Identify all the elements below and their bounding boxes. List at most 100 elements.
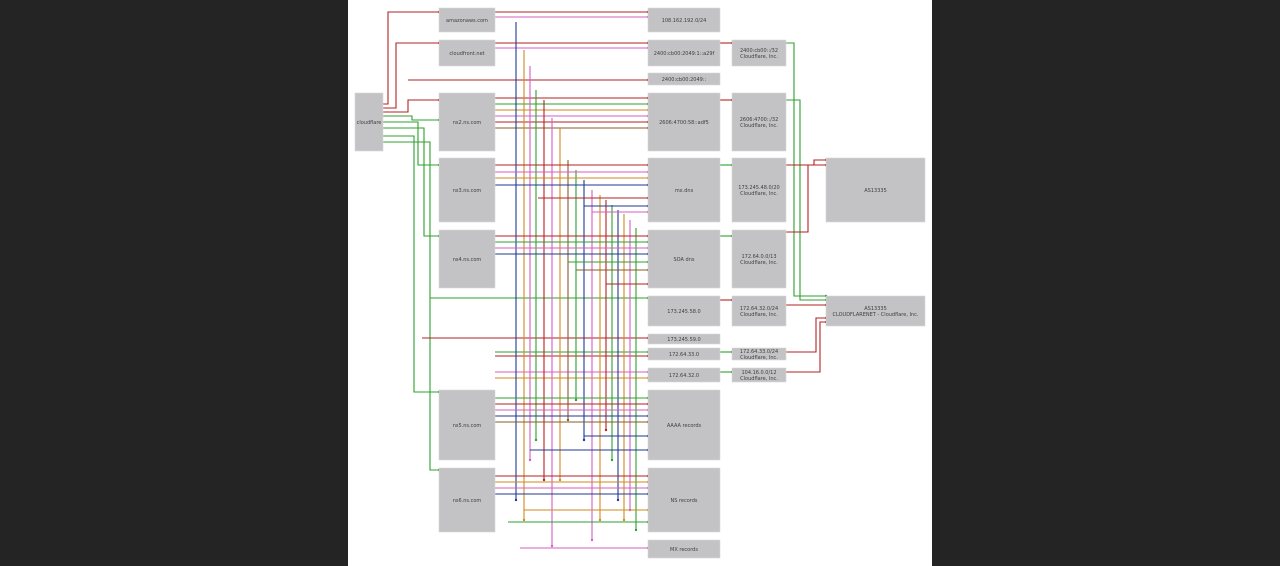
node-box [438,157,496,223]
node-ip8[interactable]: 173.245.59.0 [647,333,721,345]
node-label: 2400:cb00:2049:: [662,77,707,83]
node-box [438,7,496,33]
node-h7[interactable]: ns6.ns.com [438,467,496,533]
wire-endpoint [582,438,586,442]
connection-wire [383,121,439,166]
node-box [731,295,787,327]
node-root[interactable]: cloudflare [354,92,384,152]
node-ip6[interactable]: SOA dns [647,229,721,289]
node-box [647,467,721,533]
wire-endpoint [542,478,546,482]
node-label: 2400:cb00::/32 [740,48,778,54]
wire-endpoint [514,498,518,502]
node-h3[interactable]: ns2.ns.com [438,92,496,152]
node-label: Cloudflare, Inc. [740,191,778,197]
node-box [825,157,926,223]
node-ip13[interactable]: MX records [647,539,721,559]
wire-endpoint [574,398,578,402]
node-ip1[interactable]: 108.162.192.0/24 [647,7,721,33]
wire-endpoint [534,438,538,442]
node-box [647,539,721,559]
node-label: amazonaws.com [446,18,488,24]
node-h6[interactable]: ns5.ns.com [438,389,496,461]
wire-endpoint [558,478,562,482]
node-box [438,39,496,67]
connection-wire [383,42,439,109]
wire-endpoint [604,428,608,432]
connection-wire [383,135,439,393]
node-ip7[interactable]: 173.245.58.0 [647,295,721,327]
connection-wire [786,159,826,166]
node-box [438,92,496,152]
connection-wire [786,164,826,233]
node-label: ns2.ns.com [453,120,482,126]
node-box [647,72,721,86]
node-box [731,157,787,223]
diagram-canvas: cloudflare amazonaws.com cloudfront.net ns2… [348,0,932,566]
node-label: 172.64.0.0/13 [741,254,776,260]
node-box [354,92,384,152]
wire-endpoint [634,528,638,532]
node-box [438,389,496,461]
node-label: 172.64.33.0 [669,352,699,358]
node-label: ns6.ns.com [453,498,482,504]
node-label: Cloudflare, Inc. [740,54,778,60]
connection-wire [383,127,439,237]
node-label: 173.245.58.0 [667,309,700,315]
connection-wire [383,141,439,471]
network-diagram: cloudflare amazonaws.com cloudfront.net ns2… [354,7,926,559]
node-label: 172.64.33.0/24 [740,349,778,355]
node-h5[interactable]: ns4.ns.com [438,229,496,289]
node-ip4[interactable]: 2606:4700:58::adf5 [647,92,721,152]
node-h2[interactable]: cloudfront.net [438,39,496,67]
node-label: cloudflare [357,120,382,126]
node-label: 2400:cb00:2049:1::a29f [654,51,715,57]
node-as[interactable]: AS13335 [825,157,926,223]
node-ip12[interactable]: NS records [647,467,721,533]
node-box [731,367,787,383]
node-label: 2606:4700:58::adf5 [659,120,709,126]
node-label: Cloudflare, Inc. [740,355,778,361]
node-ip5[interactable]: mx.dns [647,157,721,223]
node-label: AAAA records [667,423,702,429]
connection-wire [383,99,439,113]
node-box [731,347,787,361]
node-ip9[interactable]: 172.64.33.0 [647,347,721,361]
wire-endpoint [616,498,620,502]
node-label: Cloudflare, Inc. [740,376,778,382]
node-ip2[interactable]: 2400:cb00:2049:1::a29f [647,39,721,67]
node-h1[interactable]: amazonaws.com [438,7,496,33]
node-ip10[interactable]: 172.64.32.0 [647,367,721,383]
node-box [647,295,721,327]
node-ip11[interactable]: AAAA records [647,389,721,461]
node-label: Cloudflare, Inc. [740,260,778,266]
connection-wire [383,11,439,105]
node-box [438,229,496,289]
node-box [647,333,721,345]
wire-endpoint [522,518,526,522]
wire-endpoint [610,458,614,462]
connection-wire [786,99,826,301]
wire-endpoint [566,418,570,422]
node-label: 173.245.59.0 [667,337,700,343]
wire-endpoint [622,518,626,522]
node-label: 108.162.192.0/24 [662,18,707,24]
node-box [647,367,721,383]
node-label: Cloudflare, Inc. [740,123,778,129]
node-box [647,229,721,289]
node-label: SOA dns [674,257,695,263]
node-label: Cloudflare, Inc. [740,312,778,318]
node-box [647,347,721,361]
node-h4[interactable]: ns3.ns.com [438,157,496,223]
node-ip3[interactable]: 2400:cb00:2049:: [647,72,721,86]
node-box [647,92,721,152]
node-label: CLOUDFLARENET - Cloudflare, Inc. [833,312,919,318]
